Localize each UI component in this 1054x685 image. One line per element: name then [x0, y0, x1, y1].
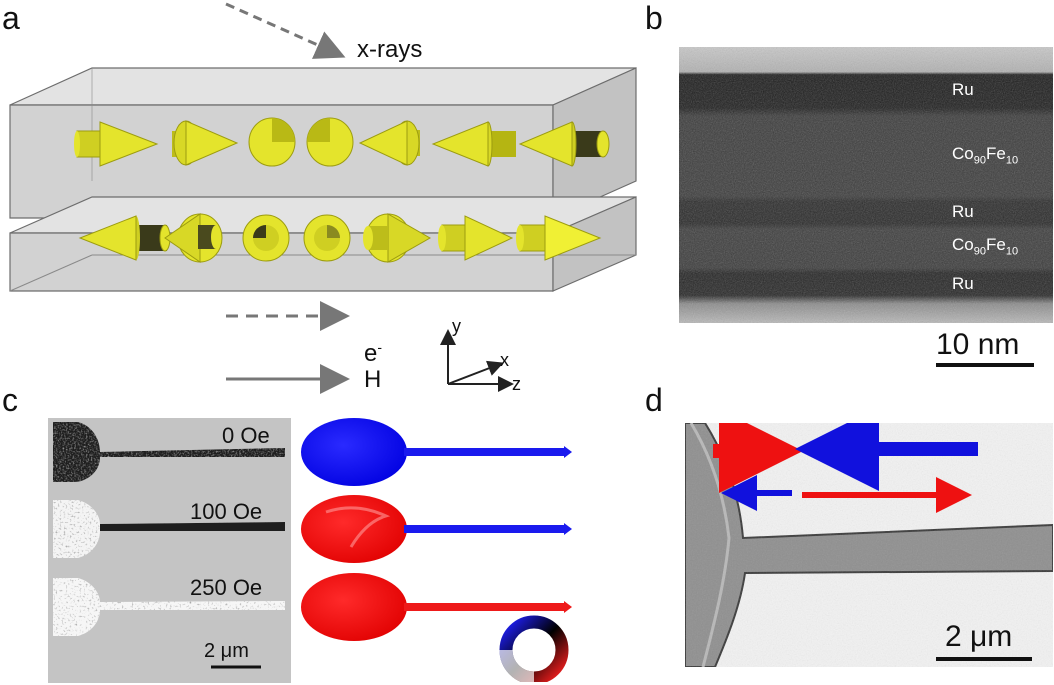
electron-label: e-: [364, 339, 383, 367]
cone-arrow: [242, 214, 290, 262]
axis-y-label: y: [452, 316, 461, 336]
cone-arrow: [78, 215, 171, 261]
cone-arrow: [172, 120, 239, 166]
cone-arrow: [358, 120, 420, 166]
cone-arrow: [248, 117, 296, 167]
layer-label: Ru: [952, 202, 974, 221]
cone-arrow: [306, 117, 354, 167]
micromagnetic-simulation: [301, 418, 572, 682]
scale-bar-b-label: 10 nm: [936, 328, 1020, 361]
sem-image: [685, 423, 1053, 667]
field-250-oe-label: 250 Oe: [190, 575, 263, 600]
panel-a-label: a: [2, 0, 20, 36]
layer-label: Ru: [952, 80, 974, 99]
cone-arrow: [363, 213, 432, 263]
field-0-oe-label: 0 Oe: [222, 423, 270, 448]
panel-d-label: d: [645, 382, 663, 418]
cone-arrow: [516, 215, 602, 261]
simulation-0-oe: [301, 418, 572, 486]
coordinate-axes: [440, 329, 514, 392]
cone-arrow: [74, 121, 159, 167]
cone-arrow: [438, 215, 514, 261]
cone-arrow: [518, 121, 610, 167]
simulation-100-oe: [301, 495, 572, 563]
simulation-250-oe: [301, 573, 572, 641]
layer-label: Co90Fe10: [952, 144, 1019, 167]
layer-label: Co90Fe10: [952, 235, 1019, 258]
cone-arrow: [164, 213, 223, 263]
cone-arrow: [431, 121, 516, 167]
xmcd-images: [48, 418, 291, 683]
scale-bar-c-label: 2 μm: [204, 640, 249, 662]
panel-c-label: c: [2, 382, 18, 418]
scale-bar-b: [936, 363, 1034, 367]
lower-cone-row: [78, 213, 602, 263]
panel-b-label: b: [645, 0, 663, 36]
panel-a-diagram: [9, 2, 637, 394]
axis-x-label: x: [500, 350, 509, 370]
axis-z-label: z: [512, 374, 521, 394]
color-wheel-icon: [499, 615, 569, 682]
upper-cone-row: [74, 117, 610, 167]
cone-arrow: [303, 214, 351, 262]
xray-label: x-rays: [357, 36, 423, 63]
scale-bar-d: [936, 657, 1032, 661]
scale-bar-d-label: 2 μm: [945, 620, 1013, 653]
field-100-oe-label: 100 Oe: [190, 499, 263, 524]
field-label: H: [364, 366, 382, 393]
tem-image: [679, 47, 1053, 323]
xray-arrow: [225, 2, 346, 59]
layer-label: Ru: [952, 274, 974, 293]
